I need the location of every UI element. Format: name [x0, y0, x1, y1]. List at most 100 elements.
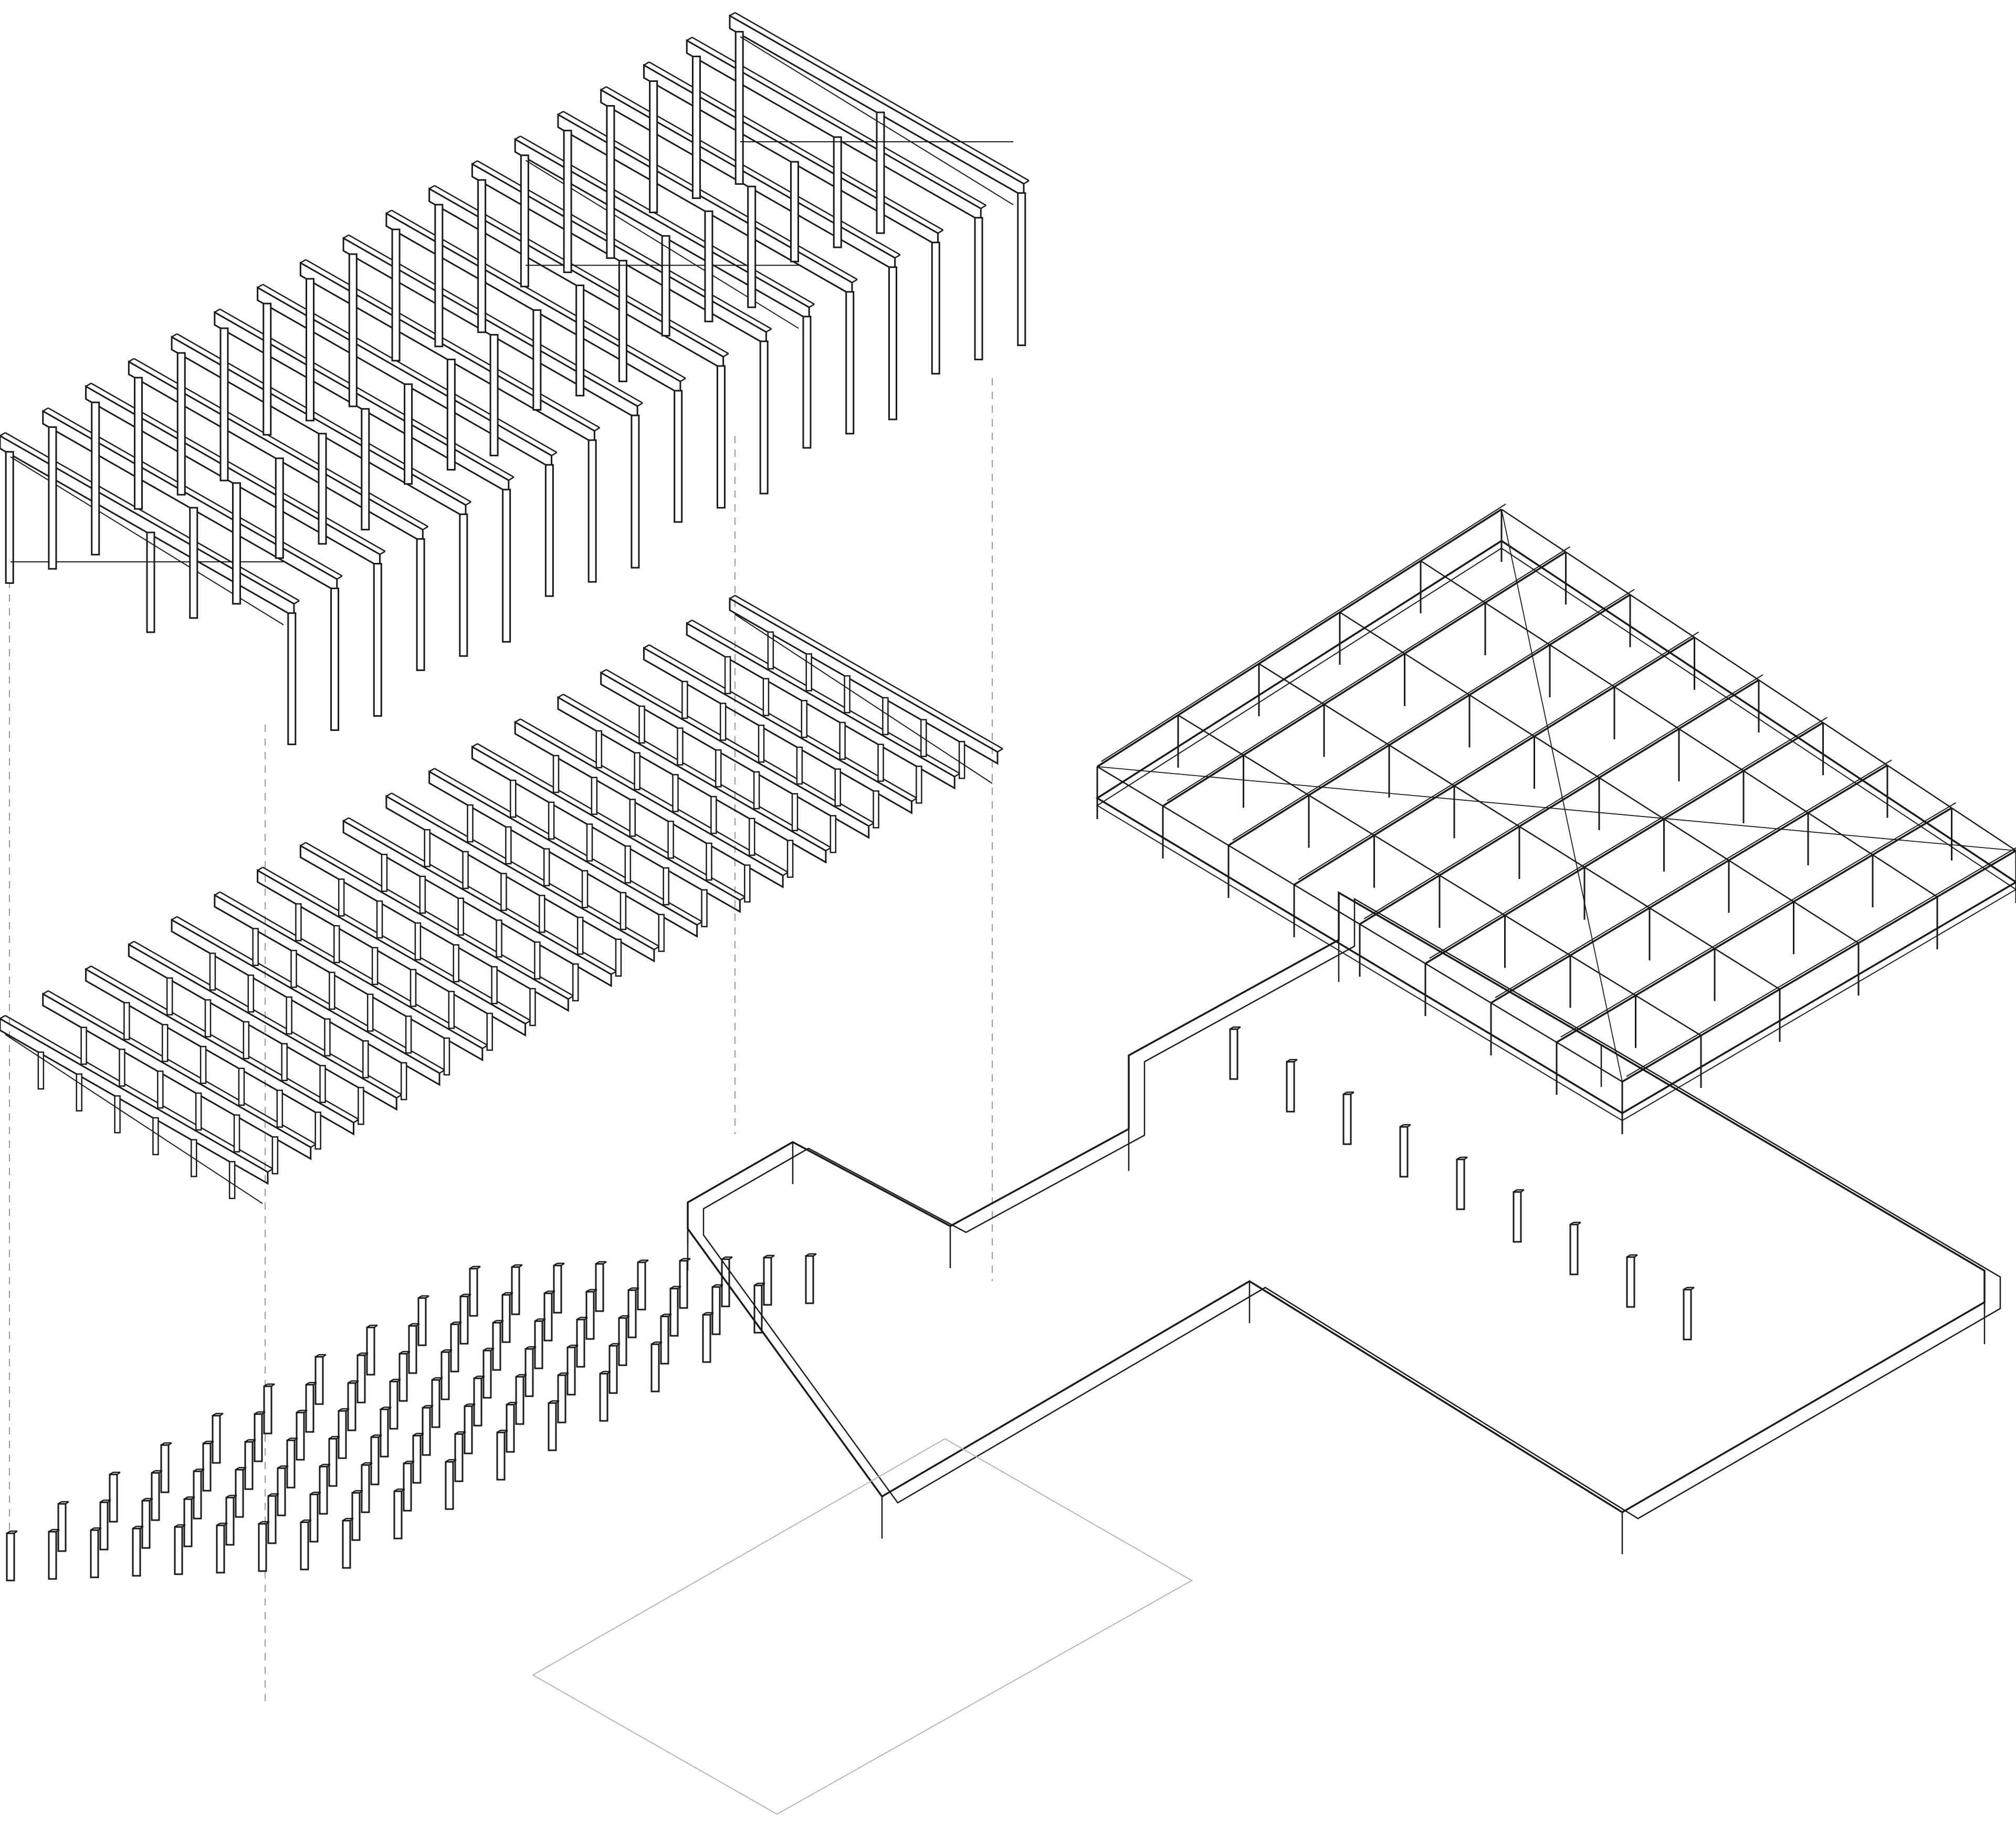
truss-hanger — [276, 1090, 284, 1128]
truss-hanger — [152, 1117, 159, 1156]
column — [627, 1287, 639, 1338]
truss-frame — [471, 743, 746, 927]
truss-hanger — [576, 916, 584, 955]
vertical-guide-lines — [9, 378, 993, 1707]
truss-hanger — [233, 1114, 240, 1153]
truss-frame — [729, 594, 1003, 784]
truss-hanger — [467, 804, 474, 843]
truss-hanger — [595, 730, 603, 769]
column — [277, 1465, 289, 1516]
wall-column — [1399, 1124, 1411, 1178]
column — [618, 1315, 630, 1366]
pavilion-frame-beam — [1097, 508, 1502, 768]
truss-frame — [557, 694, 832, 878]
truss-top-chord — [729, 594, 1003, 765]
truss-hanger — [271, 1136, 279, 1175]
truss-frame — [600, 669, 875, 853]
column — [464, 1403, 476, 1454]
truss-hanger — [724, 656, 731, 695]
truss-frame — [299, 842, 574, 1027]
truss-hanger — [314, 1111, 321, 1150]
portal-leg — [587, 439, 597, 583]
portal-leg — [674, 390, 683, 523]
column — [370, 1434, 382, 1485]
truss-hanger — [424, 829, 430, 867]
column — [254, 1411, 266, 1462]
portal-leg — [606, 105, 615, 259]
portal-leg — [446, 359, 456, 471]
truss-hanger — [448, 990, 455, 1029]
truss-frame — [686, 619, 960, 804]
column — [347, 1380, 359, 1431]
truss-hanger — [247, 974, 255, 1013]
truss-hanger — [419, 875, 426, 914]
truss-hanger — [505, 826, 512, 865]
pavilion-frame-beam — [1556, 807, 1952, 1043]
column — [599, 1370, 611, 1422]
column — [473, 1375, 485, 1427]
pavilion-purlin — [1339, 611, 1859, 944]
pavilion-frame-beam-top — [1626, 847, 2016, 1077]
truss-hanger — [586, 823, 593, 862]
truss-hanger — [462, 851, 469, 889]
truss-frame — [428, 768, 703, 952]
column — [6, 1530, 18, 1582]
column — [286, 1437, 298, 1489]
truss-frame — [643, 644, 918, 829]
truss-hanger — [634, 752, 640, 790]
truss-hanger — [161, 1024, 169, 1062]
truss-top-chord — [257, 866, 531, 1037]
footprint-outline — [531, 1438, 1193, 1815]
portal-leg — [146, 531, 155, 633]
truss-hanger — [119, 1049, 125, 1087]
column — [361, 1462, 373, 1513]
column — [431, 1377, 443, 1428]
pavilion-base-edge — [1095, 539, 2016, 1115]
column — [57, 1501, 69, 1552]
portal-frame — [257, 284, 558, 597]
wall-column — [1342, 1091, 1354, 1145]
truss-hanger — [658, 914, 665, 952]
portal-leg — [790, 161, 799, 263]
column — [314, 1354, 327, 1405]
column — [543, 1290, 555, 1342]
column — [711, 1284, 723, 1335]
portal-leg — [649, 80, 658, 214]
column — [721, 1256, 733, 1307]
pavilion-frame-beam — [1490, 764, 1888, 1004]
truss-hanger — [400, 1062, 407, 1101]
truss-hanger — [200, 1045, 207, 1084]
truss-hanger — [767, 631, 774, 669]
portal-leg — [330, 588, 340, 731]
portal-frame — [0, 432, 300, 746]
truss-hanger — [839, 721, 846, 760]
portal-leg — [716, 365, 726, 509]
column — [183, 1496, 195, 1547]
pavilion-frame-beam — [1359, 679, 1759, 925]
truss-hanger — [529, 988, 536, 1027]
column — [300, 1519, 312, 1571]
wall-column — [1569, 1221, 1581, 1275]
column — [608, 1343, 621, 1394]
truss-hanger — [873, 790, 879, 829]
column — [595, 1261, 607, 1312]
portal-leg — [845, 291, 855, 435]
truss-hanger — [166, 977, 173, 1016]
truss-hanger — [114, 1095, 121, 1134]
pavilion-purlin — [1097, 766, 1623, 1083]
truss-hanger — [333, 925, 340, 964]
pavilion-frame-beam-top — [1101, 504, 1506, 762]
column — [309, 1491, 321, 1543]
pavilion-frame-beam — [1228, 594, 1631, 846]
truss-hanger — [204, 999, 212, 1038]
portal-leg — [232, 482, 242, 605]
column — [267, 1493, 279, 1544]
truss-hanger — [753, 771, 760, 810]
truss-frame — [257, 866, 531, 1051]
column — [351, 1490, 363, 1541]
pavilion-frame-beam-top — [1560, 802, 1957, 1038]
truss-hanger — [371, 947, 379, 986]
column — [380, 1406, 392, 1458]
truss-hanger — [796, 746, 803, 785]
truss-frame — [514, 718, 789, 903]
